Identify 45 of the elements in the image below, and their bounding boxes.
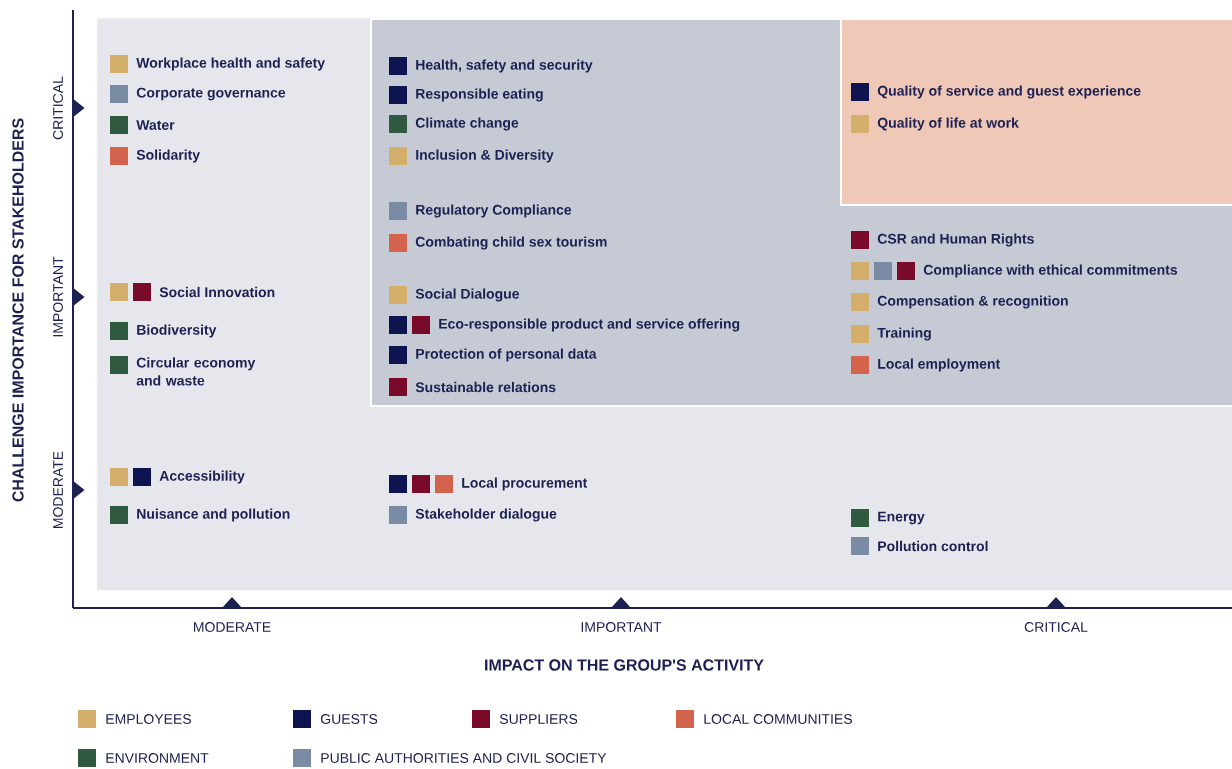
topic-label: Local procurement: [462, 477, 588, 491]
topic-label: Regulatory Compliance: [416, 204, 572, 218]
topic-label: Responsible eating: [416, 88, 543, 102]
topic-label: Quality of life at work: [877, 117, 1019, 131]
topic-label: Energy: [878, 511, 925, 525]
topic-label: Corporate governance: [136, 87, 286, 101]
topic-label: Quality of service and guest experience: [877, 85, 1141, 99]
topic-label: Climate change: [415, 117, 519, 131]
topic-label: Protection of personal data: [416, 348, 597, 362]
topic-label: Training: [877, 327, 931, 341]
axis-title: IMPACT ON THE GROUP'S ACTIVITY: [485, 659, 764, 671]
topic-label: Biodiversity: [137, 324, 217, 338]
topic-label: Social Dialogue: [415, 288, 520, 302]
topic-label: Circular economy and waste: [136, 357, 256, 386]
topic-label: CSR and Human Rights: [877, 233, 1034, 247]
topic-label: Compensation & recognition: [877, 295, 1068, 309]
topic-label: Compliance with ethical commitments: [923, 264, 1178, 278]
topic-label: Solidarity: [136, 149, 200, 163]
topic-label: Combating child sex tourism: [415, 236, 607, 250]
topic-label: Stakeholder dialogue: [415, 508, 557, 522]
legend-label: PUBLIC AUTHORITIES AND CIVIL SOCIETY: [321, 753, 607, 763]
legend-label: GUESTS: [321, 714, 378, 724]
topic-label: Local employment: [878, 358, 1000, 372]
topic-label: Pollution control: [878, 540, 988, 552]
tick-label: IMPORTANT: [581, 622, 662, 632]
topic-label: Water: [136, 120, 175, 130]
legend-label: LOCAL COMMUNITIES: [704, 714, 852, 724]
matrix-zone: [840, 18, 1232, 206]
tick-label: CRITICAL: [53, 76, 63, 140]
topic-label: Sustainable relations: [415, 381, 556, 393]
legend-label: EMPLOYEES: [106, 714, 191, 724]
tick-label: IMPORTANT: [53, 256, 63, 337]
topic-label: Nuisance and pollution: [137, 508, 290, 522]
topic-label: Social Innovation: [159, 286, 275, 298]
topic-label: Eco-responsible product and service offering: [439, 318, 740, 332]
legend-label: SUPPLIERS: [499, 714, 578, 724]
topic-label: Accessibility: [159, 470, 245, 484]
tick-label: CRITICAL: [1024, 622, 1088, 632]
axis-title: CHALLENGE IMPORTANCE FOR STAKEHOLDERS: [12, 118, 24, 502]
topic-label: Inclusion & Diversity: [416, 149, 554, 163]
legend-label: ENVIRONMENT: [106, 753, 209, 763]
topic-label: Workplace health and safety: [136, 57, 325, 71]
tick-label: MODERATE: [53, 451, 63, 528]
topic-label: Health, safety and security: [416, 59, 593, 73]
tick-label: MODERATE: [194, 622, 271, 632]
